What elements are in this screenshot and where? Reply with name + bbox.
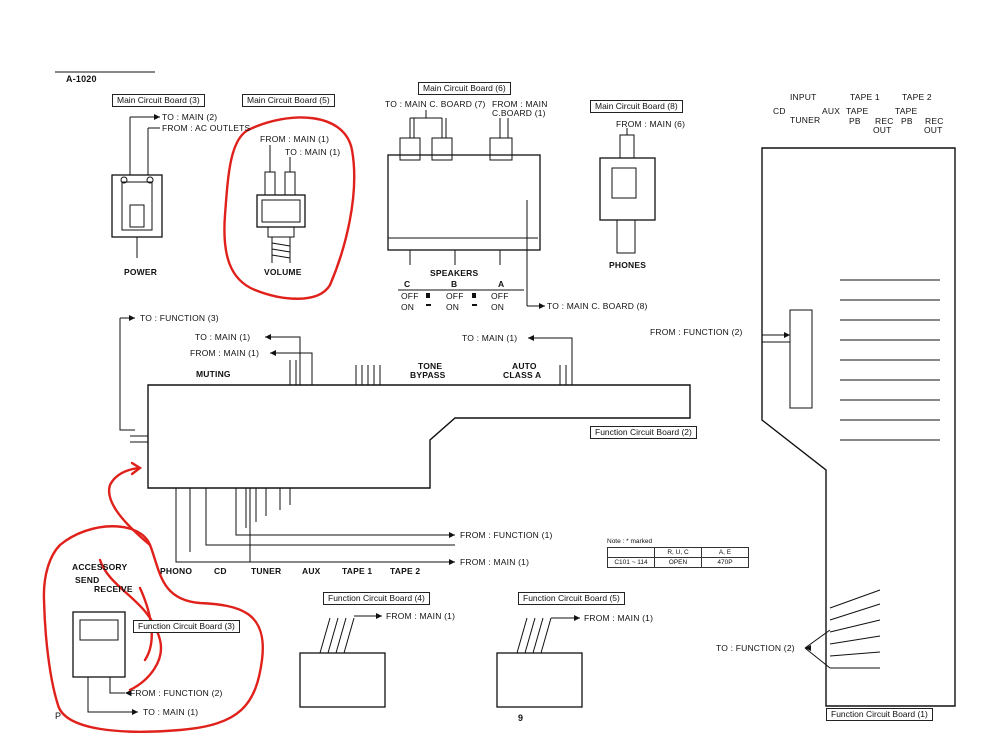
label-rec-2: REC: [925, 116, 944, 126]
label-tone: TONE: [418, 361, 443, 371]
label-auto: AUTO: [512, 361, 537, 371]
page-number: 9: [518, 713, 524, 723]
note-cell: C101 ~ 114: [607, 557, 655, 568]
function-board-1: [761, 147, 956, 707]
label-volume: VOLUME: [264, 267, 302, 277]
board-title-main-3: Main Circuit Board (3): [112, 94, 205, 108]
label-c-board-1: C.BOARD (1): [492, 108, 546, 118]
function-board-4: [299, 615, 386, 708]
function-board-5: [496, 617, 583, 708]
label-out-1: OUT: [873, 125, 892, 135]
label-tape-2-input: TAPE 2: [390, 566, 421, 576]
label-from-main-1-f5: FROM : MAIN (1): [584, 613, 654, 623]
label-to-main-1-volume: TO : MAIN (1): [285, 147, 341, 157]
board-title-function-4: Function Circuit Board (4): [323, 592, 430, 606]
label-on-c: ON: [401, 302, 415, 312]
phones-board: [599, 128, 656, 254]
board-title-main-5: Main Circuit Board (5): [242, 94, 335, 108]
note-title: Note : * marked: [607, 538, 653, 545]
label-class-a: CLASS A: [503, 370, 542, 380]
label-pb-1: PB: [849, 116, 861, 126]
label-tuner: TUNER: [251, 566, 282, 576]
label-to-function-3: TO : FUNCTION (3): [140, 313, 219, 323]
note-header-cell: A, E: [701, 547, 749, 558]
label-from-ac-outlets: FROM : AC OUTLETS: [162, 123, 251, 133]
label-from-function-2-b: FROM : FUNCTION (2): [130, 688, 223, 698]
model-number: A-1020: [66, 74, 97, 84]
label-speaker-a: A: [498, 279, 505, 289]
function-board-3: [72, 611, 138, 713]
board-title-function-5: Function Circuit Board (5): [518, 592, 625, 606]
label-to-main-c-board-8: TO : MAIN C. BOARD (8): [547, 301, 648, 311]
label-on-a: ON: [491, 302, 505, 312]
label-power: POWER: [124, 267, 158, 277]
label-speaker-b: B: [451, 279, 458, 289]
note-header-cell: R, U, C: [654, 547, 702, 558]
label-speaker-c: C: [404, 279, 411, 289]
label-tape-2: TAPE 2: [902, 92, 932, 102]
label-input-tuner: TUNER: [790, 115, 821, 125]
label-from-main-1-f4: FROM : MAIN (1): [386, 611, 456, 621]
label-from-main-1-a: FROM : MAIN (1): [190, 348, 260, 358]
label-off-b: OFF: [446, 291, 464, 301]
label-to-main-1-b: TO : MAIN (1): [462, 333, 518, 343]
note-cell: 470P: [701, 557, 749, 568]
label-receive: RECEIVE: [94, 584, 133, 594]
label-to-main-c-board-7: TO : MAIN C. BOARD (7): [385, 99, 486, 109]
speaker-symbols: [426, 293, 477, 306]
label-from-main-1-b: FROM : MAIN (1): [460, 557, 530, 567]
label-to-main-1-c: TO : MAIN (1): [143, 707, 199, 717]
note-table: Note : * marked R, U, C A, E C101 ~ 114 …: [607, 538, 749, 568]
label-from-function-2-a: FROM : FUNCTION (2): [650, 327, 743, 337]
board-title-main-6: Main Circuit Board (6): [418, 82, 511, 96]
label-from-main-6: FROM : MAIN (6): [616, 119, 686, 129]
label-input-cd: CD: [773, 106, 786, 116]
label-out-2: OUT: [924, 125, 943, 135]
volume-board: [256, 145, 306, 263]
label-off-c: OFF: [401, 291, 419, 301]
function-board-2: [119, 317, 691, 563]
board-title-function-2: Function Circuit Board (2): [590, 426, 697, 440]
note-cell: OPEN: [654, 557, 702, 568]
label-accessory: ACCESSORY: [72, 562, 128, 572]
label-phono: PHONO: [160, 566, 193, 576]
label-aux: AUX: [302, 566, 321, 576]
label-bypass: BYPASS: [410, 370, 446, 380]
label-input-aux: AUX: [822, 106, 841, 116]
label-input: INPUT: [790, 92, 817, 102]
label-speakers: SPEAKERS: [430, 268, 479, 278]
label-from-main-1-volume: FROM : MAIN (1): [260, 134, 330, 144]
label-rec-1: REC: [875, 116, 894, 126]
label-cd: CD: [214, 566, 227, 576]
label-send: SEND: [75, 575, 100, 585]
board-title-function-1: Function Circuit Board (1): [826, 708, 933, 722]
label-pb-2: PB: [901, 116, 913, 126]
board-title-main-8: Main Circuit Board (8): [590, 100, 683, 114]
power-switch-board: [111, 116, 163, 258]
label-on-b: ON: [446, 302, 460, 312]
label-tape-1-input: TAPE 1: [342, 566, 373, 576]
label-off-a: OFF: [491, 291, 509, 301]
label-from-main: FROM : MAIN: [492, 99, 548, 109]
note-header-cell: [607, 547, 655, 558]
label-from-function-1: FROM : FUNCTION (1): [460, 530, 553, 540]
label-tape-b: TAPE: [895, 106, 918, 116]
label-tape-1: TAPE 1: [850, 92, 880, 102]
arrow-heads: [125, 114, 811, 715]
label-to-main-2: TO : MAIN (2): [162, 112, 218, 122]
page-mark: P: [55, 711, 62, 721]
label-phones: PHONES: [609, 260, 647, 270]
note-grid: R, U, C A, E C101 ~ 114 OPEN 470P: [607, 547, 749, 568]
label-tape-a: TAPE: [846, 106, 869, 116]
label-muting: MUTING: [196, 369, 231, 379]
board-title-function-3: Function Circuit Board (3): [133, 620, 240, 634]
label-to-main-1-a: TO : MAIN (1): [195, 332, 251, 342]
main-board-6: [387, 110, 545, 307]
label-to-function-2: TO : FUNCTION (2): [716, 643, 795, 653]
